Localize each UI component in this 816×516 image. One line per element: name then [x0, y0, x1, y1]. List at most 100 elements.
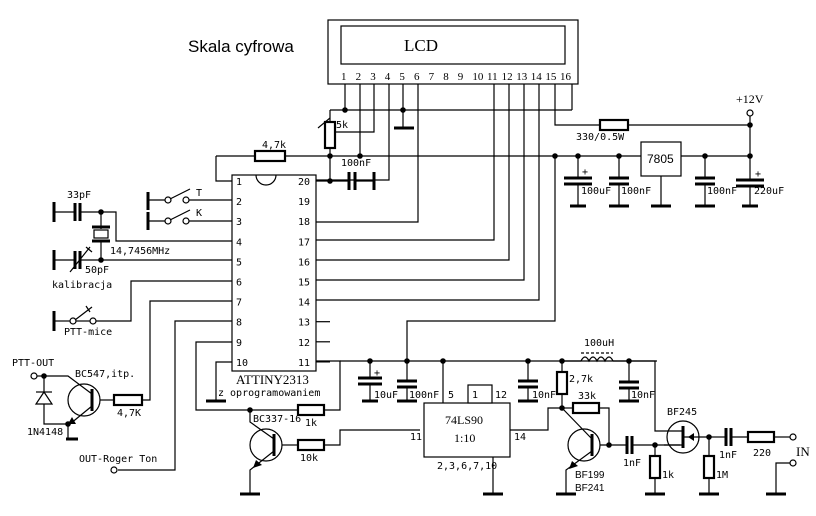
mcu-pin-5: 5 [236, 257, 242, 268]
inductor-label: 100uH [584, 338, 614, 349]
switch-t: T [146, 188, 232, 210]
counter-gnd-pins: 2,3,6,7,10 [437, 461, 497, 472]
mcu-pin-13: 13 [298, 318, 310, 329]
counter-pin-11: 11 [410, 432, 422, 443]
roger-output: OUT-Roger Ton [79, 320, 232, 474]
backlight-resistor-label: 330/0.5W [576, 132, 625, 143]
counter-pin-12: 12 [495, 390, 507, 401]
amp-transistor-label-2: BF241 [575, 483, 605, 494]
lcd-pin-16: 16 [560, 71, 572, 83]
contrast-potentiometer: 5k [317, 110, 348, 156]
supply-label: +12V [736, 92, 764, 106]
lcd-pin-7: 7 [429, 71, 435, 83]
ptt-resistor-label: 4,7K [117, 408, 141, 419]
ptt-mic-switch: PTT-mice [52, 280, 232, 338]
roger-out-label: OUT-Roger Ton [79, 454, 157, 465]
mcu-pin-18: 18 [298, 217, 310, 228]
switch-t-label: T [196, 188, 202, 199]
mcu-pin-12: 12 [298, 338, 310, 349]
lcd-pin-12: 12 [502, 71, 513, 83]
lcd-pin-11: 11 [487, 71, 498, 83]
crystal-oscillator: 33pF 14,7456MHz 50pF kalibracja [52, 190, 232, 291]
mcu-pin-6: 6 [236, 278, 242, 289]
mcu-pin-10: 10 [236, 358, 248, 369]
diode-label: 1N4148 [27, 427, 63, 438]
mcu-pin-11: 11 [298, 358, 310, 369]
cap-1nf-a-label: 1nF [623, 458, 641, 469]
polarity-plus: + [755, 169, 761, 180]
switch-k-label: K [196, 208, 202, 219]
lcd-pin-8: 8 [443, 71, 449, 83]
cap-10uf-label: 10uF [374, 390, 398, 401]
cap-10nf-a-label: 10nF [532, 390, 556, 401]
input-label[interactable]: IN [796, 444, 810, 459]
lcd-pin-3: 3 [370, 71, 376, 83]
counter-pin-14: 14 [514, 432, 526, 443]
resistor-2k7-label: 2,7k [569, 374, 593, 385]
switch-k: K [146, 208, 232, 230]
amp-transistor-label-1: BF199 [575, 470, 605, 481]
mcu-pin-19: 19 [298, 197, 310, 208]
mcu-pin-9: 9 [236, 338, 242, 349]
counter-ratio: 1:10 [454, 431, 475, 445]
counter-pin-5: 5 [448, 390, 454, 401]
ptt-out-label: PTT-OUT [12, 358, 54, 369]
pullup-resistor-label: 4,7k [262, 140, 286, 151]
mcu-pin-15: 15 [298, 278, 310, 289]
mcu-pin-14: 14 [298, 298, 310, 309]
cap-100nf-label: 100nF [409, 390, 439, 401]
cap-1nf-b-label: 1nF [719, 450, 737, 461]
lcd-pin-2: 2 [356, 71, 362, 83]
lcd-pin-4: 4 [385, 71, 391, 83]
resistor-33k-label: 33k [578, 391, 596, 402]
mcu-pin-20: 20 [298, 177, 310, 188]
ptt-transistor-label: BC547,itp. [75, 369, 135, 380]
lcd-pin-6: 6 [414, 71, 420, 83]
power-supply: +12V 330/0.5W 7805 + 100uF 100nF 100nF + [564, 92, 784, 208]
rf-amplifier: 2,7k 33k BF199 BF241 100uH 10nF 1nF [555, 338, 810, 496]
cap-100nf-in-label: 100nF [621, 186, 651, 197]
divider-power-rail: + 10uF 100nF 5 1 12 74LS90 1:10 11 14 2,… [340, 156, 657, 496]
lcd-pin-5: 5 [399, 71, 405, 83]
lcd-pin-1: 1 [341, 71, 347, 83]
crystal-label: 14,7456MHz [110, 246, 170, 257]
mcu-pin-3: 3 [236, 217, 242, 228]
lcd-pin-10: 10 [472, 71, 484, 83]
pot-label: 5k [336, 120, 348, 131]
ptt-mic-label: PTT-mice [64, 327, 112, 338]
mcu-pin-7: 7 [236, 298, 242, 309]
lcd-pin-15: 15 [545, 71, 557, 83]
mcu-name: ATTINY2313 [236, 372, 309, 387]
resistor-10k-label: 10k [300, 453, 318, 464]
counter-name: 74LS90 [445, 413, 483, 427]
cap-100uf-label: 100uF [581, 186, 611, 197]
cap-10nf-b-label: 10nF [631, 390, 655, 401]
resistor-1m-label: 1M [716, 470, 728, 481]
lcd-pin-14: 14 [531, 71, 543, 83]
lcd-pin-9: 9 [458, 71, 464, 83]
regulator-label: 7805 [647, 152, 674, 166]
mcu-pin-8: 8 [236, 318, 242, 329]
mcu-pin-2: 2 [236, 197, 242, 208]
cap-220uf-label: 220uF [754, 186, 784, 197]
polarity-plus: + [374, 368, 380, 379]
resistor-1k-b-label: 1k [662, 470, 674, 481]
xtal-cap-label: 33pF [67, 190, 91, 201]
cap-100nf-out-label: 100nF [707, 186, 737, 197]
ptt-output-stage: 4,7K PTT-OUT BC547,itp. 1N4148 [12, 300, 232, 441]
polarity-plus: + [582, 167, 588, 178]
roger-transistor-label: BC337-16 [253, 414, 301, 425]
counter-pin-1: 1 [472, 390, 478, 401]
mcu-pin-17: 17 [298, 237, 310, 248]
resistor-220-label: 220 [753, 448, 771, 459]
mcu-decoupling-cap-label: 100nF [341, 158, 371, 169]
lcd-label: LCD [404, 36, 438, 55]
diagram-title: Skala cyfrowa [188, 37, 294, 56]
lcd-wiring [316, 84, 750, 301]
roger-tone-driver: 1k BC337-16 10k [195, 341, 420, 496]
trimmer-cap-label: 50pF [85, 265, 109, 276]
